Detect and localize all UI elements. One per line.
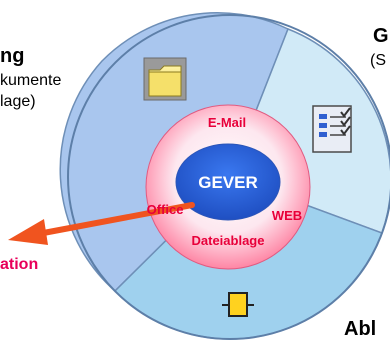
dateiablage-label: Dateiablage — [192, 233, 265, 248]
arrow-left-icon — [8, 202, 195, 245]
left-bottom-label: ation — [0, 256, 39, 273]
right-heading: G — [373, 25, 389, 47]
box-icon — [222, 292, 254, 317]
office-label: Office — [147, 202, 184, 217]
left-heading: ng — [0, 45, 25, 67]
web-label: WEB — [272, 208, 302, 223]
right-sub: (S — [370, 52, 386, 69]
gever-core — [175, 143, 281, 221]
email-label: E-Mail — [208, 115, 246, 130]
document-list-icon — [312, 105, 352, 153]
left-line-1: kumente — [0, 72, 62, 89]
bottom-heading: Abl — [344, 318, 377, 340]
left-line-2: lage) — [0, 93, 36, 110]
gever-label: GEVER — [198, 173, 258, 192]
folder-icon — [143, 57, 187, 101]
